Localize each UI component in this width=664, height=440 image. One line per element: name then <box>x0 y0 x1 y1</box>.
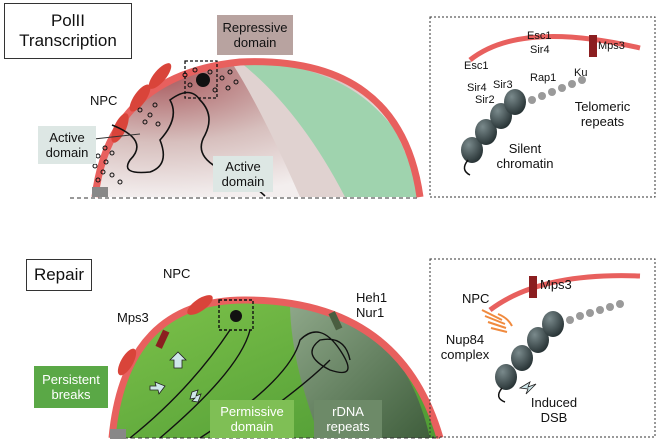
rdna-repeats-label: rDNA repeats <box>314 400 382 438</box>
top-active-domain-center-label: Active domain <box>213 156 273 192</box>
inset-esc1-top: Esc1 <box>527 30 552 42</box>
inset-sir4: Sir4 <box>467 82 487 94</box>
bottom-mps3-label: Mps3 <box>117 310 149 325</box>
top-polii-dots <box>92 67 239 185</box>
top-inset-nucleosomes <box>461 89 526 176</box>
top-repressor-dot <box>196 73 210 87</box>
top-inset-telomeric-beads <box>528 76 586 104</box>
repressive-domain-label: Repressive domain <box>217 15 293 55</box>
induced-dsb-label: Induced DSB <box>530 395 578 425</box>
top-title-line1: PolII <box>50 11 85 30</box>
top-active-domain-left-label: Active domain <box>38 126 96 164</box>
bottom-inset-nup84-pore <box>481 309 513 333</box>
bottom-inset-mps3-marker <box>529 276 537 298</box>
bottom-inset-mps3-label: Mps3 <box>540 277 572 292</box>
top-inset-envelope <box>468 33 641 62</box>
inset-sir3: Sir3 <box>493 79 513 91</box>
bottom-nur1-label: Nur1 <box>356 305 385 320</box>
top-title-line2: Transcription <box>19 31 117 50</box>
top-inset-mps3-marker <box>589 35 597 57</box>
inset-ku: Ku <box>574 67 588 79</box>
top-spb-marker <box>92 187 108 197</box>
permissive-domain-label: Permissive domain <box>210 400 294 438</box>
inset-sir4-top: Sir4 <box>530 44 550 56</box>
bottom-break-dot <box>230 310 242 322</box>
inset-telomeric-repeats: Telomeric repeats <box>574 99 631 129</box>
bottom-movement-arrows <box>149 351 202 403</box>
nup84-complex-label: Nup84 complex <box>440 332 490 362</box>
bottom-chromatin-fibers <box>129 329 351 439</box>
top-npc-label: NPC <box>90 93 118 108</box>
inset-esc1-left: Esc1 <box>464 60 489 72</box>
top-green-domain <box>240 62 420 197</box>
bottom-heh1-marker <box>328 311 343 331</box>
bottom-npc-pores <box>117 295 213 376</box>
top-inset-frame <box>429 16 656 198</box>
inset-rap1: Rap1 <box>530 72 557 84</box>
bottom-npc-label: NPC <box>163 266 191 281</box>
bottom-inset-envelope <box>488 273 641 312</box>
persistent-breaks-label: Persistent breaks <box>34 366 108 408</box>
bottom-panel-title: Repair <box>26 259 92 291</box>
bottom-zoom-box <box>218 299 254 331</box>
bottom-inset-nucleosomes <box>495 311 564 403</box>
bottom-inset-npc-label: NPC <box>462 291 490 306</box>
inset-silent-chromatin: Silent chromatin <box>496 141 554 171</box>
inset-mps3-top: Mps3 <box>598 40 625 52</box>
bottom-inset-dsb-bolt <box>518 381 537 395</box>
bottom-inset-beads <box>566 300 624 324</box>
inset-sir2: Sir2 <box>475 94 495 106</box>
bottom-heh1-label: Heh1 <box>356 290 388 305</box>
top-zoom-box <box>184 60 218 99</box>
bottom-mps3-marker <box>155 329 170 349</box>
bottom-spb-marker <box>110 429 126 439</box>
bottom-inset-frame <box>429 258 656 438</box>
